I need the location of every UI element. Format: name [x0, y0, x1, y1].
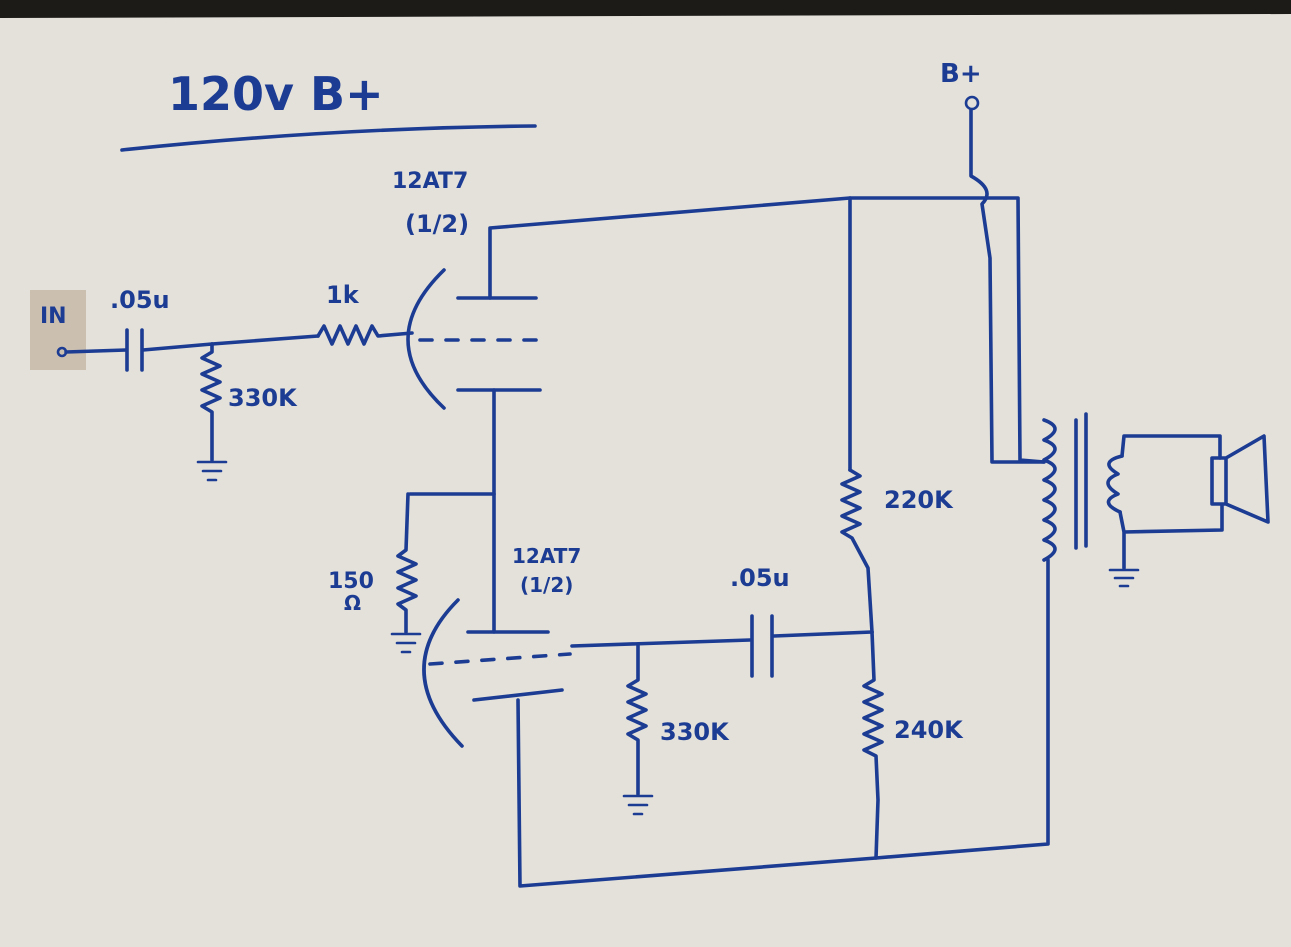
input-label: IN: [40, 304, 67, 329]
grid-resistor-2-symbol: [626, 642, 648, 796]
divider-lower-symbol: [862, 630, 884, 860]
input-node-wire: [141, 342, 214, 352]
tube-top-envelope: [406, 268, 446, 410]
grid-stopper-symbol: [316, 324, 414, 346]
cathode-resistor-label: 150: [328, 569, 374, 594]
tube-bottom-grid: [428, 652, 572, 666]
coupling-cap-label: .05u: [730, 564, 790, 592]
divider-upper-label: 220K: [884, 486, 954, 514]
tube-top-type: 12AT7: [392, 169, 468, 194]
tube-bottom-envelope: [422, 598, 464, 748]
tube-bottom-fraction: (1/2): [520, 573, 573, 597]
tube-bottom-cathode: [472, 688, 564, 702]
ground-2-icon: [390, 632, 422, 654]
input-cap-label: .05u: [110, 286, 170, 314]
coupling-cap-symbol: [750, 614, 774, 678]
cathode-resistor-unit: Ω: [344, 591, 361, 615]
grid-resistor-2-label: 330K: [660, 718, 730, 746]
ground-4-icon: [1108, 568, 1140, 588]
cathode-resistor-symbol: [396, 492, 418, 634]
transformer-primary-coil: [1042, 418, 1057, 562]
grid-stopper-label: 1k: [326, 281, 360, 309]
tube-top-plate-wire: [488, 196, 1046, 464]
grid-2-wire: [570, 638, 752, 648]
paper: [0, 14, 1291, 947]
supply-label: B+: [940, 59, 982, 89]
ground-1-icon: [196, 460, 228, 482]
supply-wire: [969, 108, 1046, 464]
speaker-icon: [1210, 434, 1270, 524]
title-underline: [120, 124, 537, 152]
ground-3-icon: [622, 794, 654, 816]
divider-upper-symbol: [840, 468, 874, 634]
divider-lower-label: 240K: [894, 716, 964, 744]
grid-stopper-wire: [210, 334, 320, 346]
tube-top-fraction: (1/2): [405, 210, 469, 238]
tube-bottom-type: 12AT7: [512, 544, 581, 568]
title-text: 120v B+: [168, 67, 384, 121]
input-label-patch: [30, 290, 86, 370]
input-grid-resistor-label: 330K: [228, 384, 298, 412]
transformer-secondary-coil: [1106, 454, 1124, 514]
input-wire: [64, 348, 128, 354]
divider-tap-wire: [772, 630, 874, 638]
input-grid-resistor-symbol: [200, 342, 222, 462]
secondary-wire: [1118, 434, 1224, 570]
transformer-core: [1074, 412, 1088, 550]
